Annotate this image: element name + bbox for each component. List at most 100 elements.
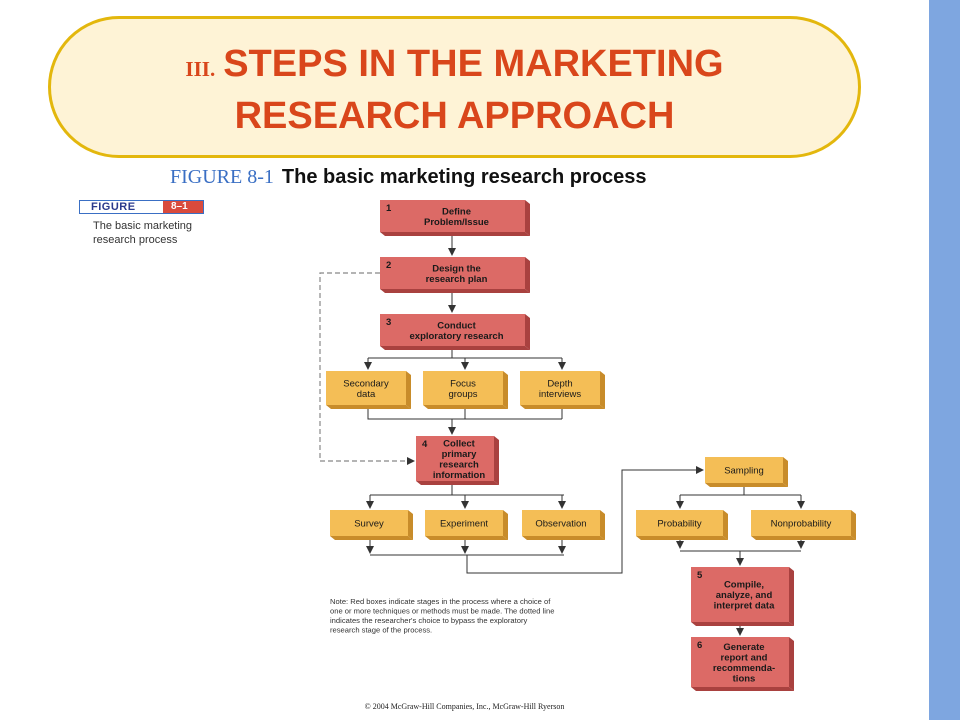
collection-method-3: Observation: [522, 510, 605, 540]
step-1-box-face: [380, 200, 525, 232]
step-1-box-label: Define: [442, 206, 471, 217]
step-6-box-label: tions: [733, 673, 756, 684]
collection-method-1-bottom: [330, 536, 413, 540]
step-2-box-side: [525, 257, 530, 293]
exploratory-option-2-face: [423, 371, 503, 405]
sampling-option-2-label: Nonprobability: [771, 519, 832, 530]
collection-method-3-label: Observation: [535, 519, 586, 530]
diagram-note-line: indicates the researcher's choice to byp…: [330, 616, 528, 625]
sampling-option-1-label: Probability: [657, 519, 702, 530]
exploratory-option-3-label: interviews: [539, 389, 581, 400]
exploratory-option-1-side: [406, 371, 411, 409]
step-6-box-label: Generate: [723, 642, 764, 653]
collection-method-2-bottom: [425, 536, 508, 540]
step-4-box-bottom: [416, 481, 499, 485]
step-2-box-label: Design the: [432, 263, 481, 274]
step-4-box-label: information: [433, 470, 485, 481]
figure-tag-description: The basic marketing research process: [93, 220, 193, 246]
step-2-box-face: [380, 257, 525, 289]
figure-tag-word: FIGURE: [91, 201, 136, 213]
step-1-box-label: Problem/Issue: [424, 217, 489, 228]
step-5-box-face: [691, 567, 789, 622]
copyright-notice: © 2004 McGraw-Hill Companies, Inc., McGr…: [364, 702, 565, 711]
sampling-option-1: Probability: [636, 510, 728, 540]
exploratory-option-3-side: [600, 371, 605, 409]
step-4-box-face: [416, 436, 494, 481]
exploratory-option-3-label: Depth: [547, 378, 572, 389]
sampling-option-2-side: [851, 510, 856, 540]
step-4-box-number: 4: [422, 439, 428, 450]
step-2-box-number: 2: [386, 260, 391, 271]
title-banner: III.STEPS IN THE MARKETING RESEARCH APPR…: [48, 16, 861, 158]
step-4-box-label: primary: [442, 449, 478, 460]
collection-method-2: Experiment: [425, 510, 508, 540]
step-1-box-bottom: [380, 232, 530, 236]
step-6-box-label: recommenda-: [713, 663, 775, 674]
figure-tag-number: 8–1: [163, 201, 203, 213]
exploratory-option-1-label: Secondary: [343, 378, 389, 389]
step-3-box-label: exploratory research: [410, 331, 504, 342]
sampling-box-bottom: [705, 483, 788, 487]
step-3-box-number: 3: [386, 317, 391, 328]
step-4-box-side: [494, 436, 499, 485]
step-2-box-label: research plan: [426, 274, 488, 285]
diagram-note-line: Note: Red boxes indicate stages in the p…: [330, 597, 551, 606]
step-4-box-label: research: [439, 459, 479, 470]
step-6-box-number: 6: [697, 640, 702, 651]
step-5-box-label: interpret data: [714, 601, 775, 612]
sampling-box-side: [783, 457, 788, 487]
diagram-connectors: [319, 236, 805, 636]
exploratory-option-3-bottom: [520, 405, 605, 409]
step-5-box-label: analyze, and: [716, 590, 773, 601]
connector-options-bar: [367, 409, 562, 420]
step-4-box-label: Collect: [443, 438, 476, 449]
step-5-box-side: [789, 567, 794, 626]
exploratory-option-1-bottom: [326, 405, 411, 409]
exploratory-option-2-label: Focus: [450, 378, 476, 389]
step-6-box-bottom: [691, 687, 794, 691]
collection-method-3-face: [522, 510, 600, 536]
step-6-box-label: report and: [721, 652, 768, 663]
sampling-option-1-face: [636, 510, 723, 536]
right-sidebar-bar: [929, 0, 960, 720]
collection-method-2-label: Experiment: [440, 519, 488, 530]
figure-caption-number: FIGURE 8-1: [170, 166, 274, 188]
title-line-1: III.STEPS IN THE MARKETING: [51, 43, 858, 86]
title-section-number: III.: [185, 57, 216, 81]
title-line-2: RESEARCH APPROACH: [234, 95, 675, 137]
sampling-option-2-face: [751, 510, 851, 536]
collection-method-1-face: [330, 510, 408, 536]
step-5-box-bottom: [691, 622, 794, 626]
bypass-dotted-line: [319, 272, 415, 465]
exploratory-option-1-face: [326, 371, 406, 405]
connector-to-sampling: [466, 466, 704, 574]
collection-method-2-side: [503, 510, 508, 540]
step-6-box-face: [691, 637, 789, 687]
step-3-box-bottom: [380, 346, 530, 350]
step-6-box-side: [789, 637, 794, 691]
sampling-option-1-bottom: [636, 536, 728, 540]
collection-method-1-side: [408, 510, 413, 540]
collection-method-1-label: Survey: [354, 519, 384, 530]
collection-method-2-face: [425, 510, 503, 536]
collection-method-1: Survey: [330, 510, 413, 540]
step-5-box-label: Compile,: [724, 580, 764, 591]
step-1-box-side: [525, 200, 530, 236]
step-2-box-bottom: [380, 289, 530, 293]
sampling-box-label: Sampling: [724, 466, 764, 477]
sampling-box-face: [705, 457, 783, 483]
step-3-box-side: [525, 314, 530, 350]
step-5-box-number: 5: [697, 570, 703, 581]
collection-method-3-bottom: [522, 536, 605, 540]
collection-method-3-side: [600, 510, 605, 540]
